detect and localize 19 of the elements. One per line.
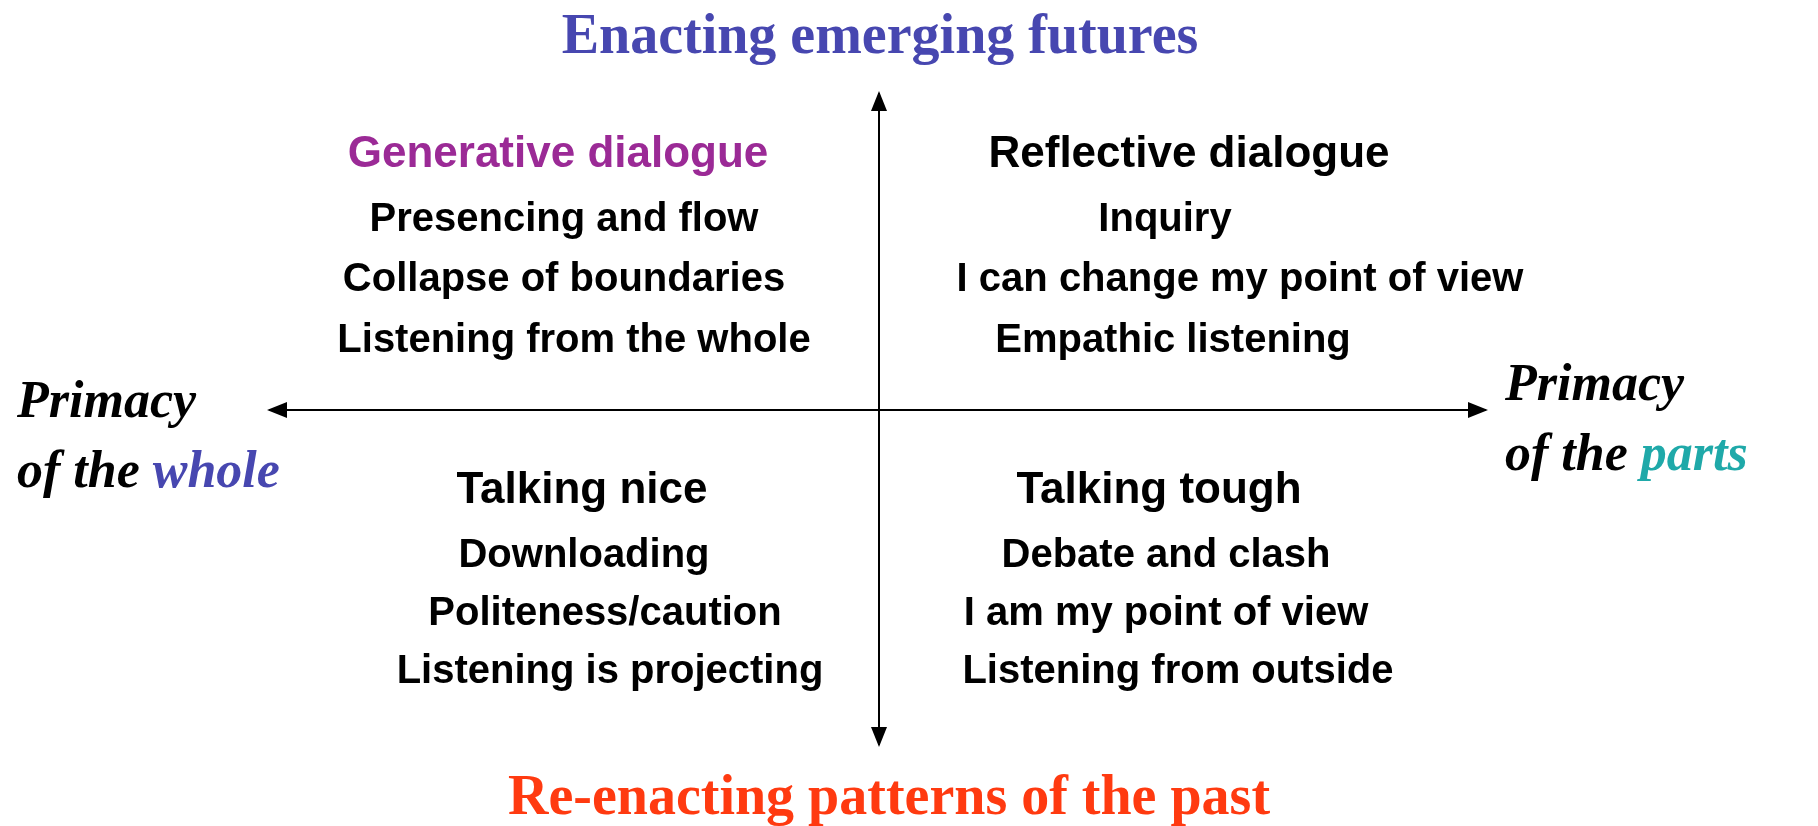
- quadrant-item: I can change my point of view: [956, 255, 1524, 299]
- quadrant-item: Presencing and flow: [369, 195, 759, 239]
- quadrant-item: Collapse of boundaries: [342, 255, 786, 299]
- quadrant-item: Inquiry: [1098, 195, 1232, 239]
- quadrant-item: Empathic listening: [995, 316, 1351, 360]
- axis-end-label: Enacting emerging futures: [561, 4, 1199, 66]
- axis-end-label: Primacy of the whole: [17, 370, 281, 501]
- quadrant-item: I am my point of view: [963, 589, 1369, 633]
- axis-end-label: Primacy of the parts: [1505, 353, 1749, 484]
- quadrant-heading: Talking nice: [456, 463, 708, 513]
- quadrant-heading: Talking tough: [1016, 463, 1302, 513]
- quadrant-item: Politeness/caution: [428, 589, 782, 633]
- quadrant-item: Listening is projecting: [396, 647, 824, 691]
- quadrant-item: Downloading: [458, 531, 710, 575]
- quadrant-item: Listening from the whole: [337, 316, 811, 360]
- quadrant-heading: Generative dialogue: [347, 127, 769, 177]
- quadrant-item: Listening from outside: [962, 647, 1394, 691]
- quadrant-heading: Reflective dialogue: [988, 127, 1390, 177]
- quadrant-item: Debate and clash: [1001, 531, 1331, 575]
